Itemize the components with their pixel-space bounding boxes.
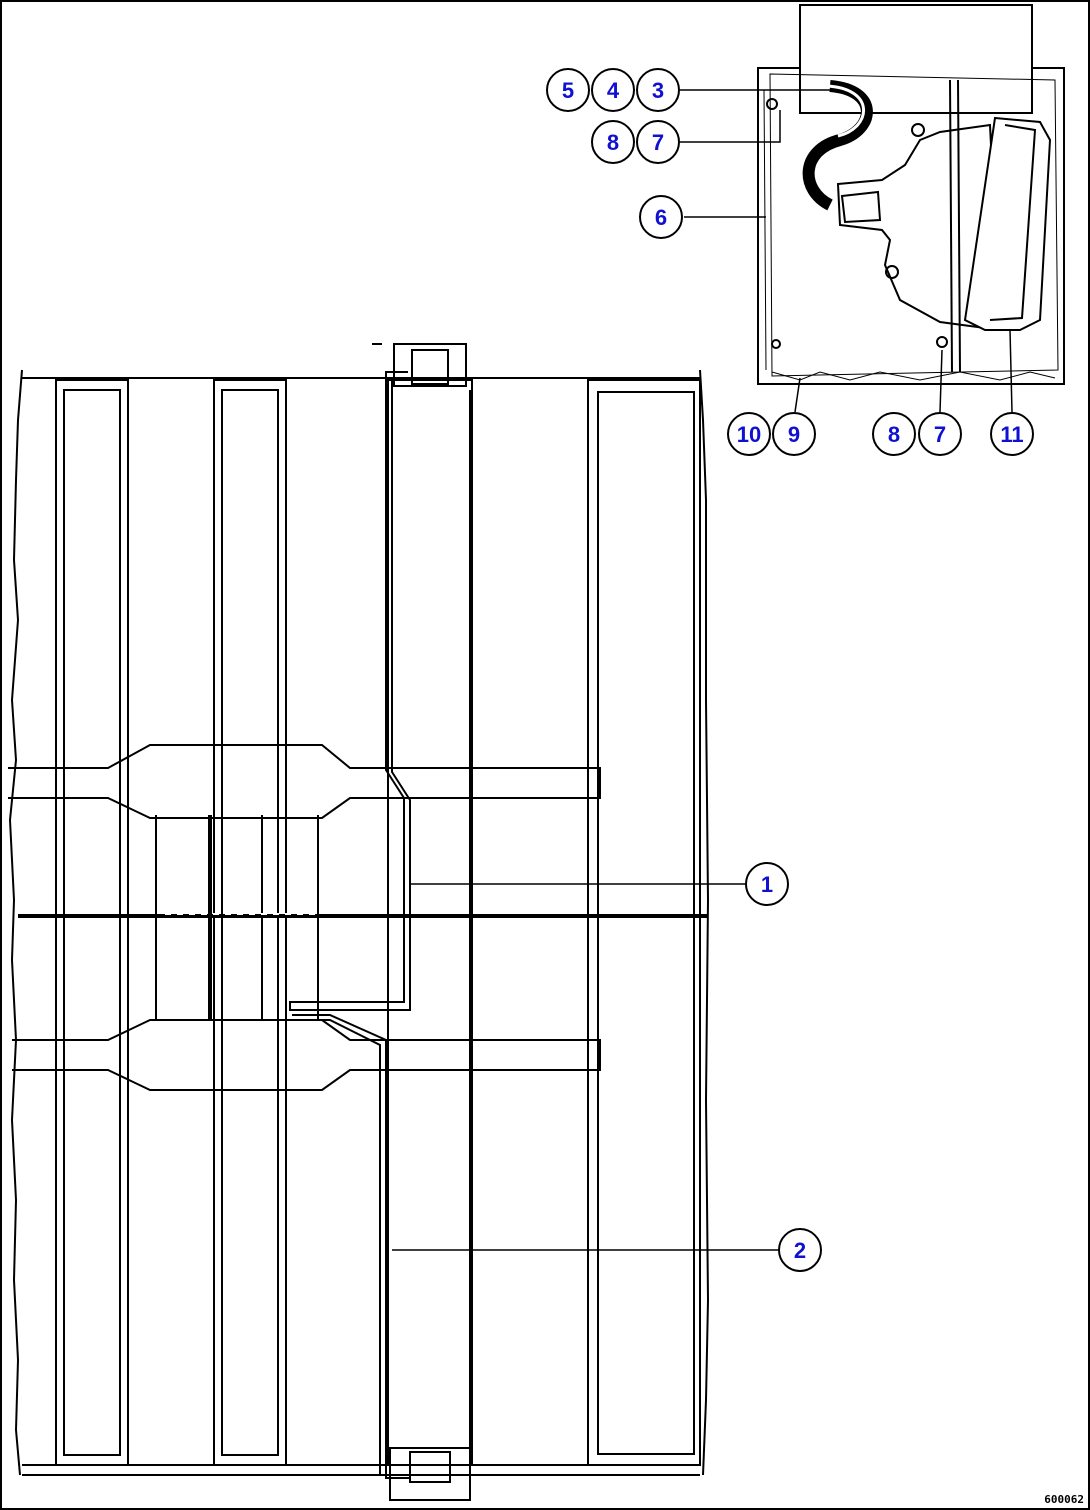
callout-8-bottom-label: 8 [888, 422, 900, 447]
callout-3: 3 [636, 68, 680, 112]
figure-id: 600062 [1044, 1493, 1084, 1506]
callout-2-label: 2 [794, 1238, 806, 1263]
harness-1 [289, 371, 411, 1011]
callout-1: 1 [745, 862, 789, 906]
callout-8-top-label: 8 [607, 130, 619, 155]
callout-7-top-label: 7 [652, 130, 664, 155]
lamp-detail [680, 4, 1065, 413]
callout-10: 10 [727, 412, 771, 456]
callout-11: 11 [990, 412, 1034, 456]
callout-6: 6 [639, 195, 683, 239]
lamp-lens [963, 116, 1052, 331]
leader-7a [680, 110, 781, 143]
frame-right-edge [699, 369, 710, 1476]
callout-7-bottom-label: 7 [934, 422, 946, 447]
leader-7b [939, 349, 943, 413]
leader-11 [1009, 329, 1013, 413]
callout-10-label: 10 [737, 422, 761, 447]
harness-2 [292, 1014, 410, 1479]
beam-upper [8, 744, 601, 819]
callout-7-bottom: 7 [918, 412, 962, 456]
callout-5-label: 5 [562, 78, 574, 103]
leader-9 [794, 377, 801, 413]
frame-left-edge [8, 369, 23, 1476]
callout-4: 4 [591, 68, 635, 112]
callout-8-bottom: 8 [872, 412, 916, 456]
beam-lower [12, 1019, 601, 1091]
callout-2: 2 [778, 1228, 822, 1272]
callout-8-top: 8 [591, 120, 635, 164]
callout-6-label: 6 [655, 205, 667, 230]
callout-9-label: 9 [788, 422, 800, 447]
frame-assembly [8, 343, 780, 1501]
callout-5: 5 [546, 68, 590, 112]
inset-top-box [799, 4, 1033, 114]
callouts: 5 4 3 8 7 6 10 9 8 7 11 1 2 [546, 68, 1034, 1272]
callout-1-label: 1 [761, 872, 773, 897]
callout-3-label: 3 [652, 78, 664, 103]
callout-11-label: 11 [1000, 422, 1023, 447]
callout-9: 9 [772, 412, 816, 456]
callout-4-label: 4 [607, 78, 620, 103]
callout-7-top: 7 [636, 120, 680, 164]
